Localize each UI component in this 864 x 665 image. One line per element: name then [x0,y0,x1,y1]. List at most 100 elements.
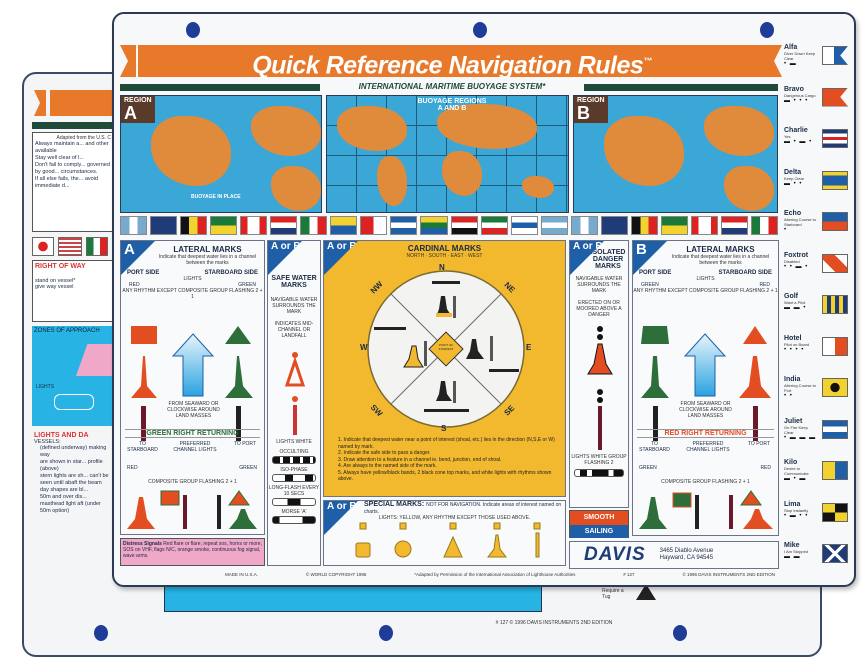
back-rules-box: Adapted from the U.S. C Always maintain … [32,132,114,232]
pref-lights-row: RED GREEN [127,465,257,471]
panel-title: LATERAL MARKS [686,245,755,254]
vessel-item: stern lights are sh... can't be seen unt… [40,473,109,486]
pref-stbd: TO STARBOARD [127,441,158,453]
signal-flags-column: Alfa Diver Down Keep Clear • ▬ Bravo Dan… [784,44,850,584]
flag-name: Mike [784,542,800,549]
special-sphere-icon [394,540,412,558]
flag-desc: Altering Course to Starboard [784,217,817,227]
region-a-caption: BUOYAGE IN PLACE [191,194,241,200]
signal-flag-item: Hotel Pilot on Board • • • • [784,335,850,377]
cone-topmark-icon [743,326,767,344]
returning-banner: GREEN RIGHT RETURNING [125,429,260,438]
binder-hole [186,22,200,38]
lights-label: LIGHTS [696,276,715,282]
juliet-flag-icon [822,419,848,439]
panel-title: ISOLATED DANGER MARKS [590,249,626,270]
port-spar-icon [653,406,658,441]
safe-water-buoy-icon [284,356,306,387]
vessel-item: day shapes are bl... [40,487,89,493]
flag-morse: ▬ • ▬ [784,476,807,482]
flag-morse: • ▬ ▬ ▬ [784,434,817,441]
delta-flag-icon [822,170,848,190]
map-label: BUOYAGE REGIONS [417,98,487,105]
pref-can-icon [160,490,180,506]
panel-desc: NAVIGABLE WATER SURROUNDS THE MARK [270,297,318,315]
preferred-channel-buoys [639,490,773,529]
distress-title: Distress Signals [123,541,162,547]
binder-hole [379,625,393,641]
pref-spar-icon [217,495,221,529]
isolated-danger-buoys [587,326,613,450]
rhythm-bar [272,498,316,506]
smooth-sailing-badge: SMOOTH SAILING [569,510,629,538]
pref-red: RED [127,465,138,471]
landmass-australia [522,176,554,198]
flag-morse: ▬ • ▬ • [784,139,813,145]
national-flag-icon [660,216,688,235]
corner-letter: A or B [327,501,357,512]
light-stbd: GREEN [238,282,256,288]
flag-name: India [784,376,801,383]
flag-morse: • [784,227,788,233]
national-flag-icon [450,216,478,235]
safe-water-buoys [284,352,306,435]
flag-morse: • • • • [784,346,805,353]
lights-label: LIGHTS [183,276,202,282]
special-topmark-icon [449,522,457,530]
isolated-danger-buoy-icon [587,343,613,375]
title-text: Quick Reference Navigation Rules [252,51,644,80]
special-cone-icon [443,535,463,558]
kilo-flag-icon [822,461,848,480]
port-label: PORT SIDE [127,270,160,276]
green-rule-left [120,84,320,91]
pref-cone-icon [228,490,250,506]
can-topmark-icon [131,326,157,344]
flag-desc: Pilot on Board [784,341,810,347]
national-flag-icon [600,216,628,235]
flag-name: Echo [784,210,802,217]
corner-letter: A or B [573,241,603,252]
golf-flag-icon [822,295,848,314]
starboard-label: STARBOARD SIDE [718,270,772,276]
landmass-africa [442,151,482,196]
pref-buoy-icon [743,509,773,529]
region-label: REGION [124,97,152,104]
flag-desc: Keep Clear [784,175,805,181]
special-buoys [355,522,541,558]
signal-flag-item: Alfa Diver Down Keep Clear • ▬ [784,44,850,86]
lights-label: LIGHTS WHITE [276,439,312,445]
landmass [724,166,774,211]
flag-name: Golf [784,293,798,300]
zones-title: ZONES OF APPROACH [34,328,100,334]
usa-flag-icon [58,236,82,256]
back-green-bar [32,122,122,129]
pref-buoy-icon [127,497,155,529]
west-cardinal-buoy-icon [374,327,427,368]
footer-copyright: © WORLD COPYRIGHT 1996 [305,572,367,577]
flag-name: Kilo [784,459,798,466]
lights-label: LIGHTS WHITE GROUP FLASHING 2 [571,454,627,466]
panel-desc: Indicate that deepest water lies in a ch… [671,254,770,266]
special-can-icon [355,542,371,558]
landmass [704,106,774,156]
flag-desc: Want a Pilot [784,300,806,305]
pref-green: GREEN [239,465,257,471]
flag-morse: • • [784,393,793,399]
vessel-items: (defined underway) making way are shown … [34,445,112,515]
rhythm-option: MORSE 'A' [281,509,307,515]
corner-letter: A [124,241,135,258]
binder-hole [760,22,774,38]
national-flag-icon [390,216,418,235]
sound-signals-strip [164,586,542,612]
alfa-flag-icon [822,46,848,65]
back-footer: # 127 © 1996 DAVIS INSTRUMENTS 2ND EDITI… [495,620,613,626]
panel-title: SAFE WATER MARKS [271,275,317,289]
signal-flag-item: India Altering Course to Port • • [784,376,850,418]
national-flag-icon [630,216,658,235]
